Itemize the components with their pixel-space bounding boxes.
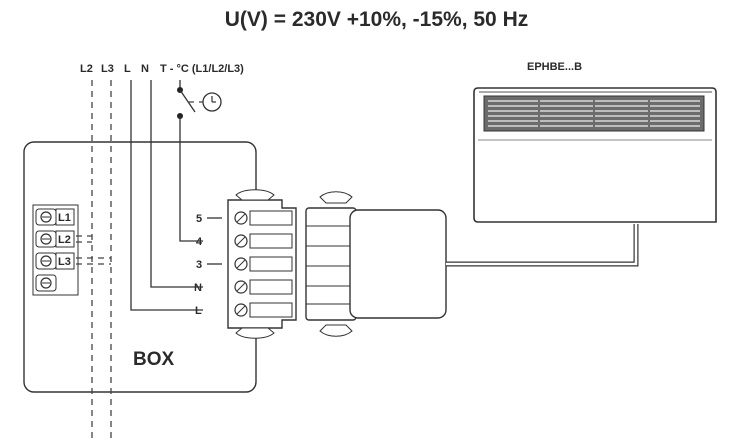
heater-plug <box>305 191 447 337</box>
thermostat-switch <box>179 89 196 113</box>
connector-pin-5 <box>234 210 293 226</box>
connector-pin-n <box>234 279 293 295</box>
label-l3: L3 <box>101 63 114 75</box>
connector-label-5: 5 <box>196 213 202 225</box>
clock-icon <box>202 92 222 112</box>
svg-text:L2: L2 <box>58 234 71 246</box>
svg-text:L1: L1 <box>58 212 71 224</box>
box-label: BOX <box>133 349 175 370</box>
wire-l <box>130 80 203 311</box>
connector-label-3: 3 <box>196 259 202 271</box>
label-l2: L2 <box>80 63 93 75</box>
supply-voltage-title: U(V) = 230V +10%, -15%, 50 Hz <box>224 8 529 31</box>
box-terminal-l2: L2 <box>35 230 75 248</box>
heater-cable-inner <box>446 224 638 266</box>
convector-heater <box>473 87 717 223</box>
label-l: L <box>124 63 131 75</box>
box-terminal-l1: L1 <box>35 208 75 226</box>
wire-n <box>150 80 203 288</box>
connector-pin-3 <box>234 256 293 272</box>
box-terminal-l3: L3 <box>35 252 75 270</box>
heater-cable <box>446 224 639 267</box>
box-terminal-spare <box>35 274 57 292</box>
connector-plug <box>227 189 297 339</box>
wire-thermostat <box>179 116 203 242</box>
connector-pin-l <box>234 302 293 318</box>
label-t-thermostat: T - °C (L1/L2/L3) <box>160 63 244 75</box>
heater-model-label: EPHBE...B <box>527 61 582 73</box>
box-terminal-block: L1 L2 L3 <box>32 204 79 296</box>
label-n: N <box>141 63 149 75</box>
connector-label-l: L <box>195 305 202 317</box>
connector-label-4: 4 <box>196 236 203 248</box>
svg-text:L3: L3 <box>58 256 71 268</box>
connector-pin-4 <box>234 233 293 249</box>
connector-label-n: N <box>194 282 202 294</box>
